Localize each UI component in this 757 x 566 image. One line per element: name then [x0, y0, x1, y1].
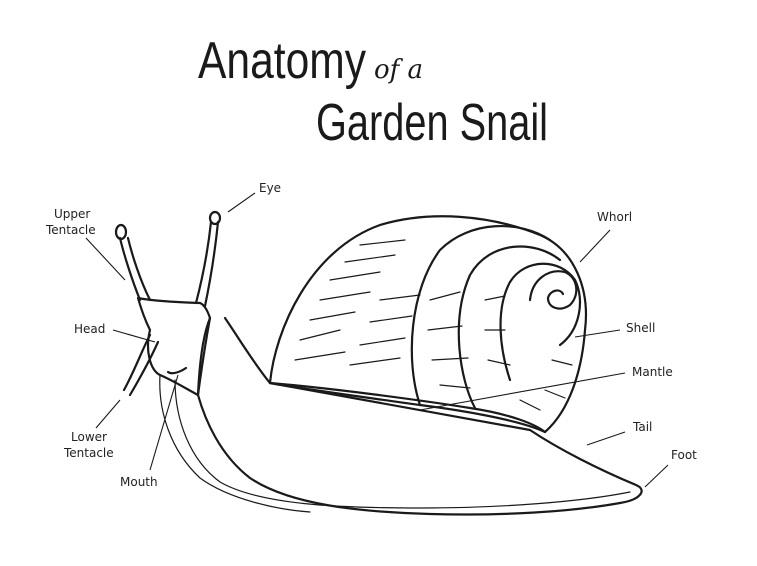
upper-tentacle-left — [120, 238, 150, 300]
label-lower-tentacle-line-2: Tentacle — [63, 446, 114, 460]
title-line-2: Garden Snail — [316, 94, 548, 152]
leader-mouth — [150, 375, 178, 470]
snail-foot-sole — [160, 375, 310, 512]
label-lower-tentacle-line-1: Lower — [71, 430, 107, 444]
upper-tentacle-right — [196, 222, 218, 306]
anatomy-labels: Eye Upper Tentacle Head Lower Tentacle M… — [45, 181, 697, 489]
label-upper-tentacle-line-1: Upper — [54, 207, 90, 221]
snail-illustration — [116, 212, 642, 515]
title-connector: of a — [374, 55, 423, 85]
leader-shell — [575, 330, 620, 337]
label-shell: Shell — [626, 321, 655, 335]
label-foot: Foot — [671, 448, 697, 462]
eye-right — [210, 212, 220, 224]
label-mantle: Mantle — [632, 365, 673, 379]
shell-whorl-1 — [412, 226, 550, 405]
snail-foot-outline — [198, 318, 642, 515]
eye-left — [116, 225, 126, 239]
label-eye: Eye — [259, 181, 281, 195]
lower-tentacle-left — [124, 335, 158, 395]
title-line-1: Anatomy — [198, 32, 366, 90]
label-mouth: Mouth — [120, 475, 158, 489]
label-whorl: Whorl — [597, 210, 632, 224]
shell-whorl-2 — [459, 246, 560, 408]
diagram-title: Anatomy of a Garden Snail — [198, 32, 548, 152]
shell-whorl-4 — [530, 271, 576, 308]
leader-upper-tentacle — [86, 238, 125, 280]
leader-eye — [228, 193, 255, 212]
leader-foot — [645, 465, 668, 487]
snail-head — [138, 298, 210, 395]
label-upper-tentacle-line-2: Tentacle — [45, 223, 96, 237]
leader-mantle — [420, 373, 625, 410]
label-head: Head — [74, 322, 105, 336]
leader-tail — [587, 432, 625, 445]
leader-whorl — [580, 230, 610, 262]
leader-lower-tentacle — [96, 400, 120, 428]
shell-whorl-3 — [501, 264, 580, 380]
lower-tentacle-right — [168, 368, 186, 373]
label-tail: Tail — [632, 420, 652, 434]
